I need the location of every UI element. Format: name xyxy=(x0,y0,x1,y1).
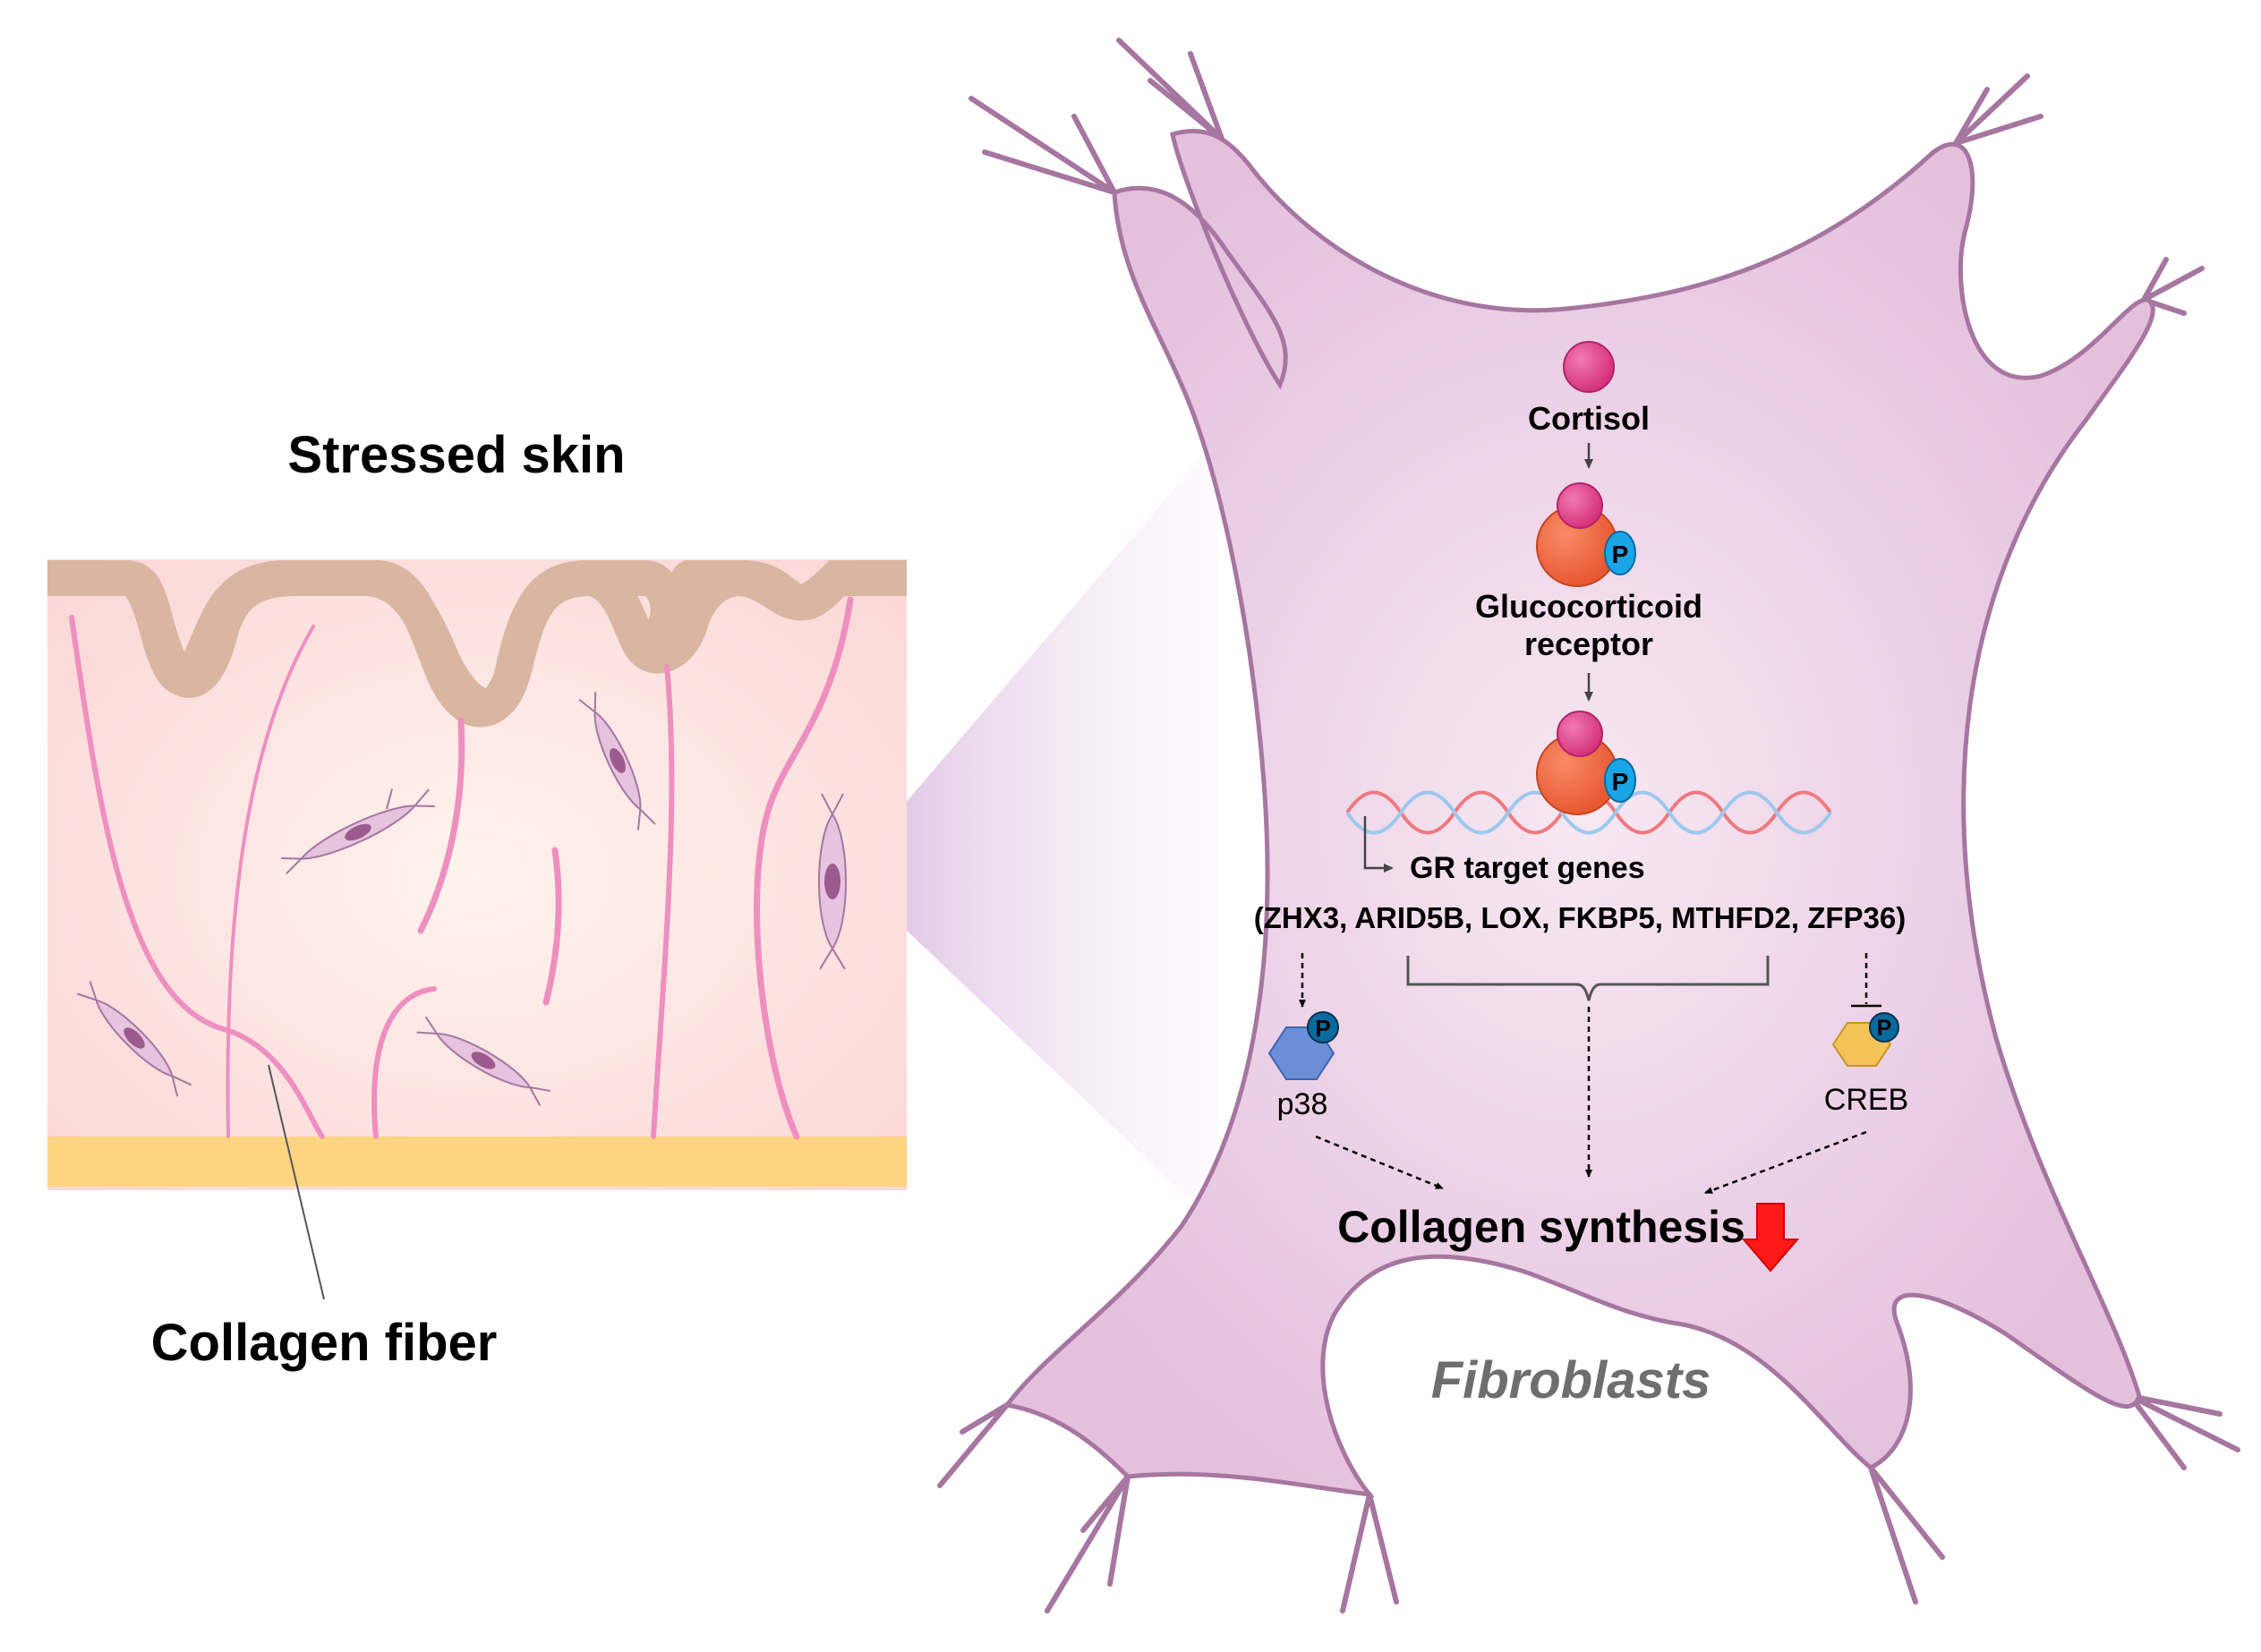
receptor-label-line2: receptor xyxy=(1524,626,1653,662)
receptor-label-line1: Glucocorticoid xyxy=(1475,588,1702,625)
tissue-cell-1 xyxy=(281,788,435,874)
bound-phospho-icon xyxy=(1604,758,1636,803)
collagen-fibers xyxy=(69,596,854,1140)
fiber-6 xyxy=(651,664,675,1139)
epidermis-surface-wave xyxy=(47,559,907,728)
target-genes-label: GR target genes xyxy=(1410,851,1645,885)
fiber-3 xyxy=(417,717,465,934)
creb-phospho-label: P xyxy=(1877,1016,1892,1041)
fiber-5 xyxy=(371,986,437,1139)
cortisol-label: Cortisol xyxy=(1528,400,1650,437)
phospho-label: P xyxy=(1612,541,1629,568)
fiber-7 xyxy=(754,596,854,1140)
tissue-cell-3 xyxy=(77,981,192,1097)
skin-title: Stressed skin xyxy=(287,426,625,484)
tissue-cell-2 xyxy=(578,692,656,830)
gene-brace xyxy=(1406,956,1770,1001)
bound-phospho-label: P xyxy=(1612,768,1629,796)
collagen-synthesis-label: Collagen synthesis xyxy=(1337,1202,1745,1252)
tissue-cell-5 xyxy=(818,793,847,970)
arrow-p38-to-collagen xyxy=(1315,1135,1444,1190)
dna-strand-blue xyxy=(1345,790,1832,835)
receptor-complex: P xyxy=(1536,482,1636,587)
decrease-arrow-icon xyxy=(1741,1203,1800,1273)
phospho-icon xyxy=(1604,531,1636,575)
cell-type-label: Fibroblasts xyxy=(1431,1351,1711,1409)
transcription-arrow xyxy=(1363,816,1394,873)
fiber-1 xyxy=(69,615,325,1139)
p38-phospho-label: P xyxy=(1315,1015,1330,1042)
p38-protein: P xyxy=(1267,1011,1339,1080)
p38-phospho-icon xyxy=(1307,1011,1339,1043)
tissue-fibroblasts xyxy=(77,692,847,1106)
fiber-2 xyxy=(226,625,315,1138)
gene-list: (ZHX3, ARID5B, LOX, FKBP5, MTHFD2, ZFP36… xyxy=(1254,901,1907,934)
receptor-cortisol xyxy=(1557,482,1603,529)
inhibition-genes-to-creb xyxy=(1851,953,1881,1008)
bound-receptor-cortisol xyxy=(1557,711,1603,757)
bound-receptor-complex: P xyxy=(1536,711,1636,815)
zoom-fan xyxy=(846,439,1217,1226)
fiber-4 xyxy=(542,847,562,1006)
p38-label: p38 xyxy=(1277,1087,1328,1121)
fiber-pointer-line xyxy=(268,1064,325,1300)
creb-phospho-icon xyxy=(1869,1012,1899,1043)
creb-label: CREB xyxy=(1824,1083,1908,1117)
cortisol-molecule xyxy=(1563,341,1615,393)
filopodia xyxy=(937,38,2240,1614)
creb-protein: P xyxy=(1831,1012,1899,1067)
fiber-label: Collagen fiber xyxy=(151,1314,498,1372)
tissue-cell-4 xyxy=(416,1016,551,1106)
skin-section xyxy=(47,559,907,1300)
skin-base-layer xyxy=(47,1137,907,1187)
